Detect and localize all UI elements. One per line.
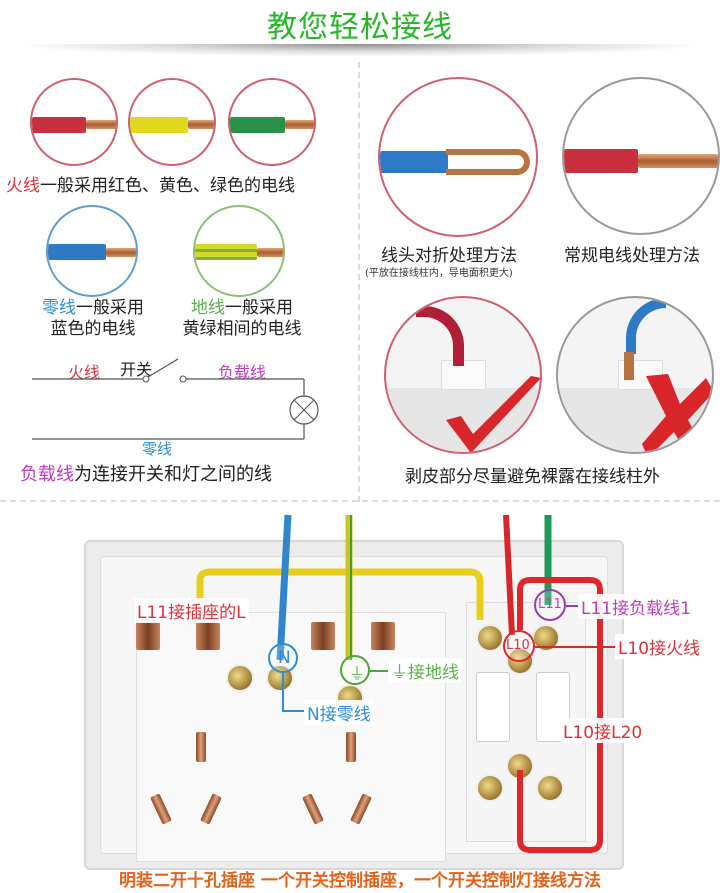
ground-text: 接地线: [408, 663, 459, 683]
socket-copper-3: [311, 622, 335, 650]
l11-callout-text: L11: [538, 597, 562, 612]
switch-terminal: [476, 774, 504, 802]
l10-callout: L10: [503, 630, 535, 662]
stripping-caption: 剥皮部分尽量避免裸露在接线柱外: [405, 467, 660, 487]
regular-wire-end-photo: [562, 77, 720, 235]
socket-copper-1: [136, 622, 160, 650]
label-ground: ⏚接地线: [388, 658, 462, 683]
l11-callout: L11: [534, 589, 566, 621]
socket-copper-4: [371, 622, 395, 650]
neutral-line1: 一般采用: [76, 298, 144, 318]
circuit-load-label: 负载线: [218, 363, 267, 382]
live-keyword: 火线: [6, 176, 40, 196]
socket-slot: [346, 732, 356, 762]
ground-icon: ⏚: [391, 663, 408, 683]
live-text: 一般采用红色、黄色、绿色的电线: [40, 176, 295, 196]
correct-stripping-photo: [384, 296, 542, 454]
l11-leader-line: [566, 605, 578, 607]
footer-caption: 明装二开十孔插座 一个开关控制插座，一个开关控制灯接线方法: [119, 871, 601, 891]
folded-wire-end-photo: [378, 77, 538, 237]
folded-method-note: (平放在接线柱内，导电面积更大): [365, 268, 513, 279]
socket-copper-2: [196, 622, 220, 650]
yellow-green-wire-sample: [193, 205, 285, 297]
wrong-stripping-photo: [556, 296, 714, 454]
label-l11-load: L11接负载线1: [578, 594, 694, 619]
load-caption-text: 为连接开关和灯之间的线: [74, 464, 272, 485]
folded-method-title: 线头对折处理方法: [381, 246, 517, 266]
neutral-keyword: 零线: [42, 298, 76, 318]
label-l11-socket: L11接插座的L: [134, 598, 249, 623]
ground-callout: ⏚: [340, 655, 370, 685]
title-shadow-divider: [30, 44, 690, 56]
neutral-callout: N: [268, 643, 298, 673]
terminal-screw: [226, 664, 254, 692]
switch-rocker-1: [476, 672, 510, 742]
switch-terminal: [536, 774, 564, 802]
ground-line1: 一般采用: [225, 298, 293, 318]
yellow-wire-sample: [128, 78, 216, 166]
circuit-live-label: 火线: [68, 363, 101, 382]
switch-terminal: [476, 624, 504, 652]
vertical-divider: [358, 62, 360, 502]
page-title: 教您轻松接线: [267, 10, 453, 45]
green-wire-sample: [228, 78, 316, 166]
circuit-diagram: 火线 开关 负载线 零线: [30, 350, 330, 458]
neutral-wire-description: 零线一般采用 蓝色的电线: [34, 298, 152, 340]
label-l10-live: L10接火线: [615, 634, 704, 659]
ground-keyword: 地线: [191, 298, 225, 318]
check-mark-icon: [446, 376, 540, 452]
red-wire-sample: [30, 78, 118, 166]
ground-leader-line: [370, 670, 388, 672]
neutral-line2: 蓝色的电线: [50, 319, 136, 339]
live-wire-description: 火线一般采用红色、黄色、绿色的电线: [6, 171, 295, 196]
blue-wire: [626, 298, 666, 354]
blue-wire-sample: [46, 205, 138, 297]
l10-callout-text: L10: [506, 638, 530, 653]
socket-slot: [196, 732, 206, 762]
socket-module: [136, 612, 446, 862]
label-n-neutral: N接零线: [304, 700, 374, 725]
cross-mark-icon: [642, 374, 712, 452]
circuit-lines: [32, 358, 319, 440]
l10-leader-line: [535, 646, 615, 648]
ground-wire-description: 地线一般采用 黄绿相间的电线: [170, 298, 314, 340]
horizontal-divider: [0, 500, 720, 502]
exposed-copper: [624, 352, 634, 380]
circuit-switch-label: 开关: [120, 360, 153, 379]
ground-line2: 黄绿相间的电线: [182, 319, 302, 339]
circuit-neutral-label: 零线: [142, 440, 173, 458]
ground-symbol-icon: ⏚: [349, 664, 366, 683]
panel-wires: [196, 514, 603, 853]
red-wire: [416, 306, 464, 366]
regular-method-title: 常规电线处理方法: [564, 246, 700, 266]
neutral-leader-line: [282, 673, 284, 711]
socket-switch-panel: [84, 540, 624, 870]
folded-copper: [446, 149, 530, 175]
label-l10-l20: L10接L20: [560, 718, 646, 743]
load-caption-keyword: 负载线: [20, 464, 74, 485]
neutral-callout-text: N: [278, 648, 291, 668]
neutral-leader-line: [282, 710, 304, 712]
load-wire-caption: 负载线为连接开关和灯之间的线: [20, 460, 272, 486]
